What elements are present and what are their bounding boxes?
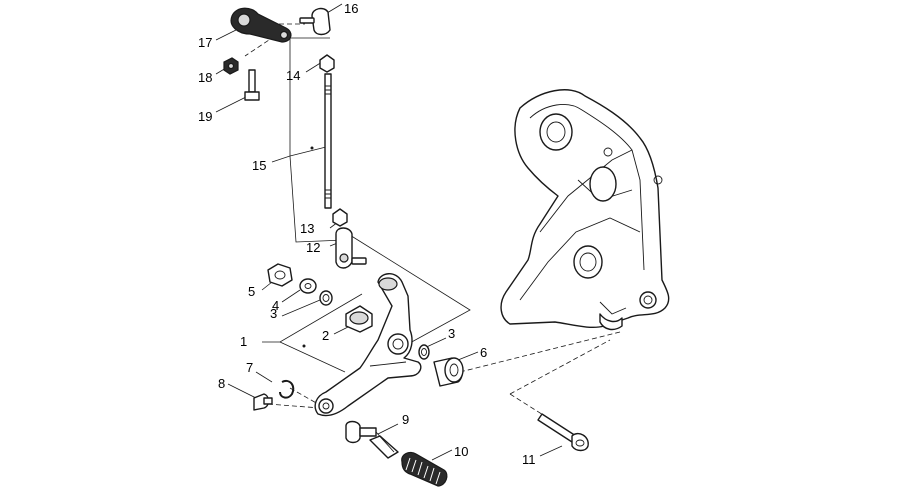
part-3-ring-lower xyxy=(418,344,430,360)
part-7-circlip xyxy=(279,380,295,399)
callout-9: 9 xyxy=(402,412,409,427)
part-13-nut xyxy=(332,208,348,227)
callout-10: 10 xyxy=(454,444,468,459)
part-14-nut xyxy=(319,54,335,73)
callout-13: 13 xyxy=(300,221,314,236)
callout-7: 7 xyxy=(246,360,253,375)
part-3-ring-upper xyxy=(319,290,333,306)
part-5-nut xyxy=(267,263,293,287)
part-15-shift-rod xyxy=(310,73,332,209)
part-9-footpeg-shaft xyxy=(345,420,399,459)
callout-leaders xyxy=(215,3,563,461)
frame-bracket xyxy=(500,89,670,331)
callout-2: 2 xyxy=(322,328,329,343)
assembly-guide-lines xyxy=(244,23,621,419)
callout-3-lower: 3 xyxy=(448,326,455,341)
part-16-ball-joint xyxy=(299,7,331,36)
part-11-long-bolt xyxy=(537,413,589,452)
callout-8: 8 xyxy=(218,376,225,391)
part-17-upper-lever xyxy=(230,7,292,43)
part-12-ball-joint xyxy=(335,227,367,269)
callout-1: 1 xyxy=(240,334,247,349)
part-1-shift-lever xyxy=(302,273,422,417)
callout-4: 4 xyxy=(272,298,279,313)
callout-14: 14 xyxy=(286,68,300,83)
callout-19: 19 xyxy=(198,109,212,124)
callout-3-upper: 3 xyxy=(270,306,277,321)
callout-17: 17 xyxy=(198,35,212,50)
callout-5: 5 xyxy=(248,284,255,299)
callout-11: 11 xyxy=(522,452,536,467)
callout-6: 6 xyxy=(480,345,487,360)
part-19-bolt xyxy=(244,69,260,101)
callout-16: 16 xyxy=(344,1,358,16)
callout-12: 12 xyxy=(306,240,320,255)
part-2-bushing xyxy=(345,305,373,333)
callout-15: 15 xyxy=(252,158,266,173)
part-10-rubber-footpeg xyxy=(401,451,448,487)
part-4-washer xyxy=(299,278,317,294)
part-6-pivot-bushing xyxy=(433,357,464,387)
callout-labels: 16 17 18 19 14 15 13 12 5 4 3 2 1 3 6 7 … xyxy=(198,1,536,467)
part-8-pin xyxy=(253,393,273,411)
part-18-nut xyxy=(223,57,239,75)
callout-18: 18 xyxy=(198,70,212,85)
